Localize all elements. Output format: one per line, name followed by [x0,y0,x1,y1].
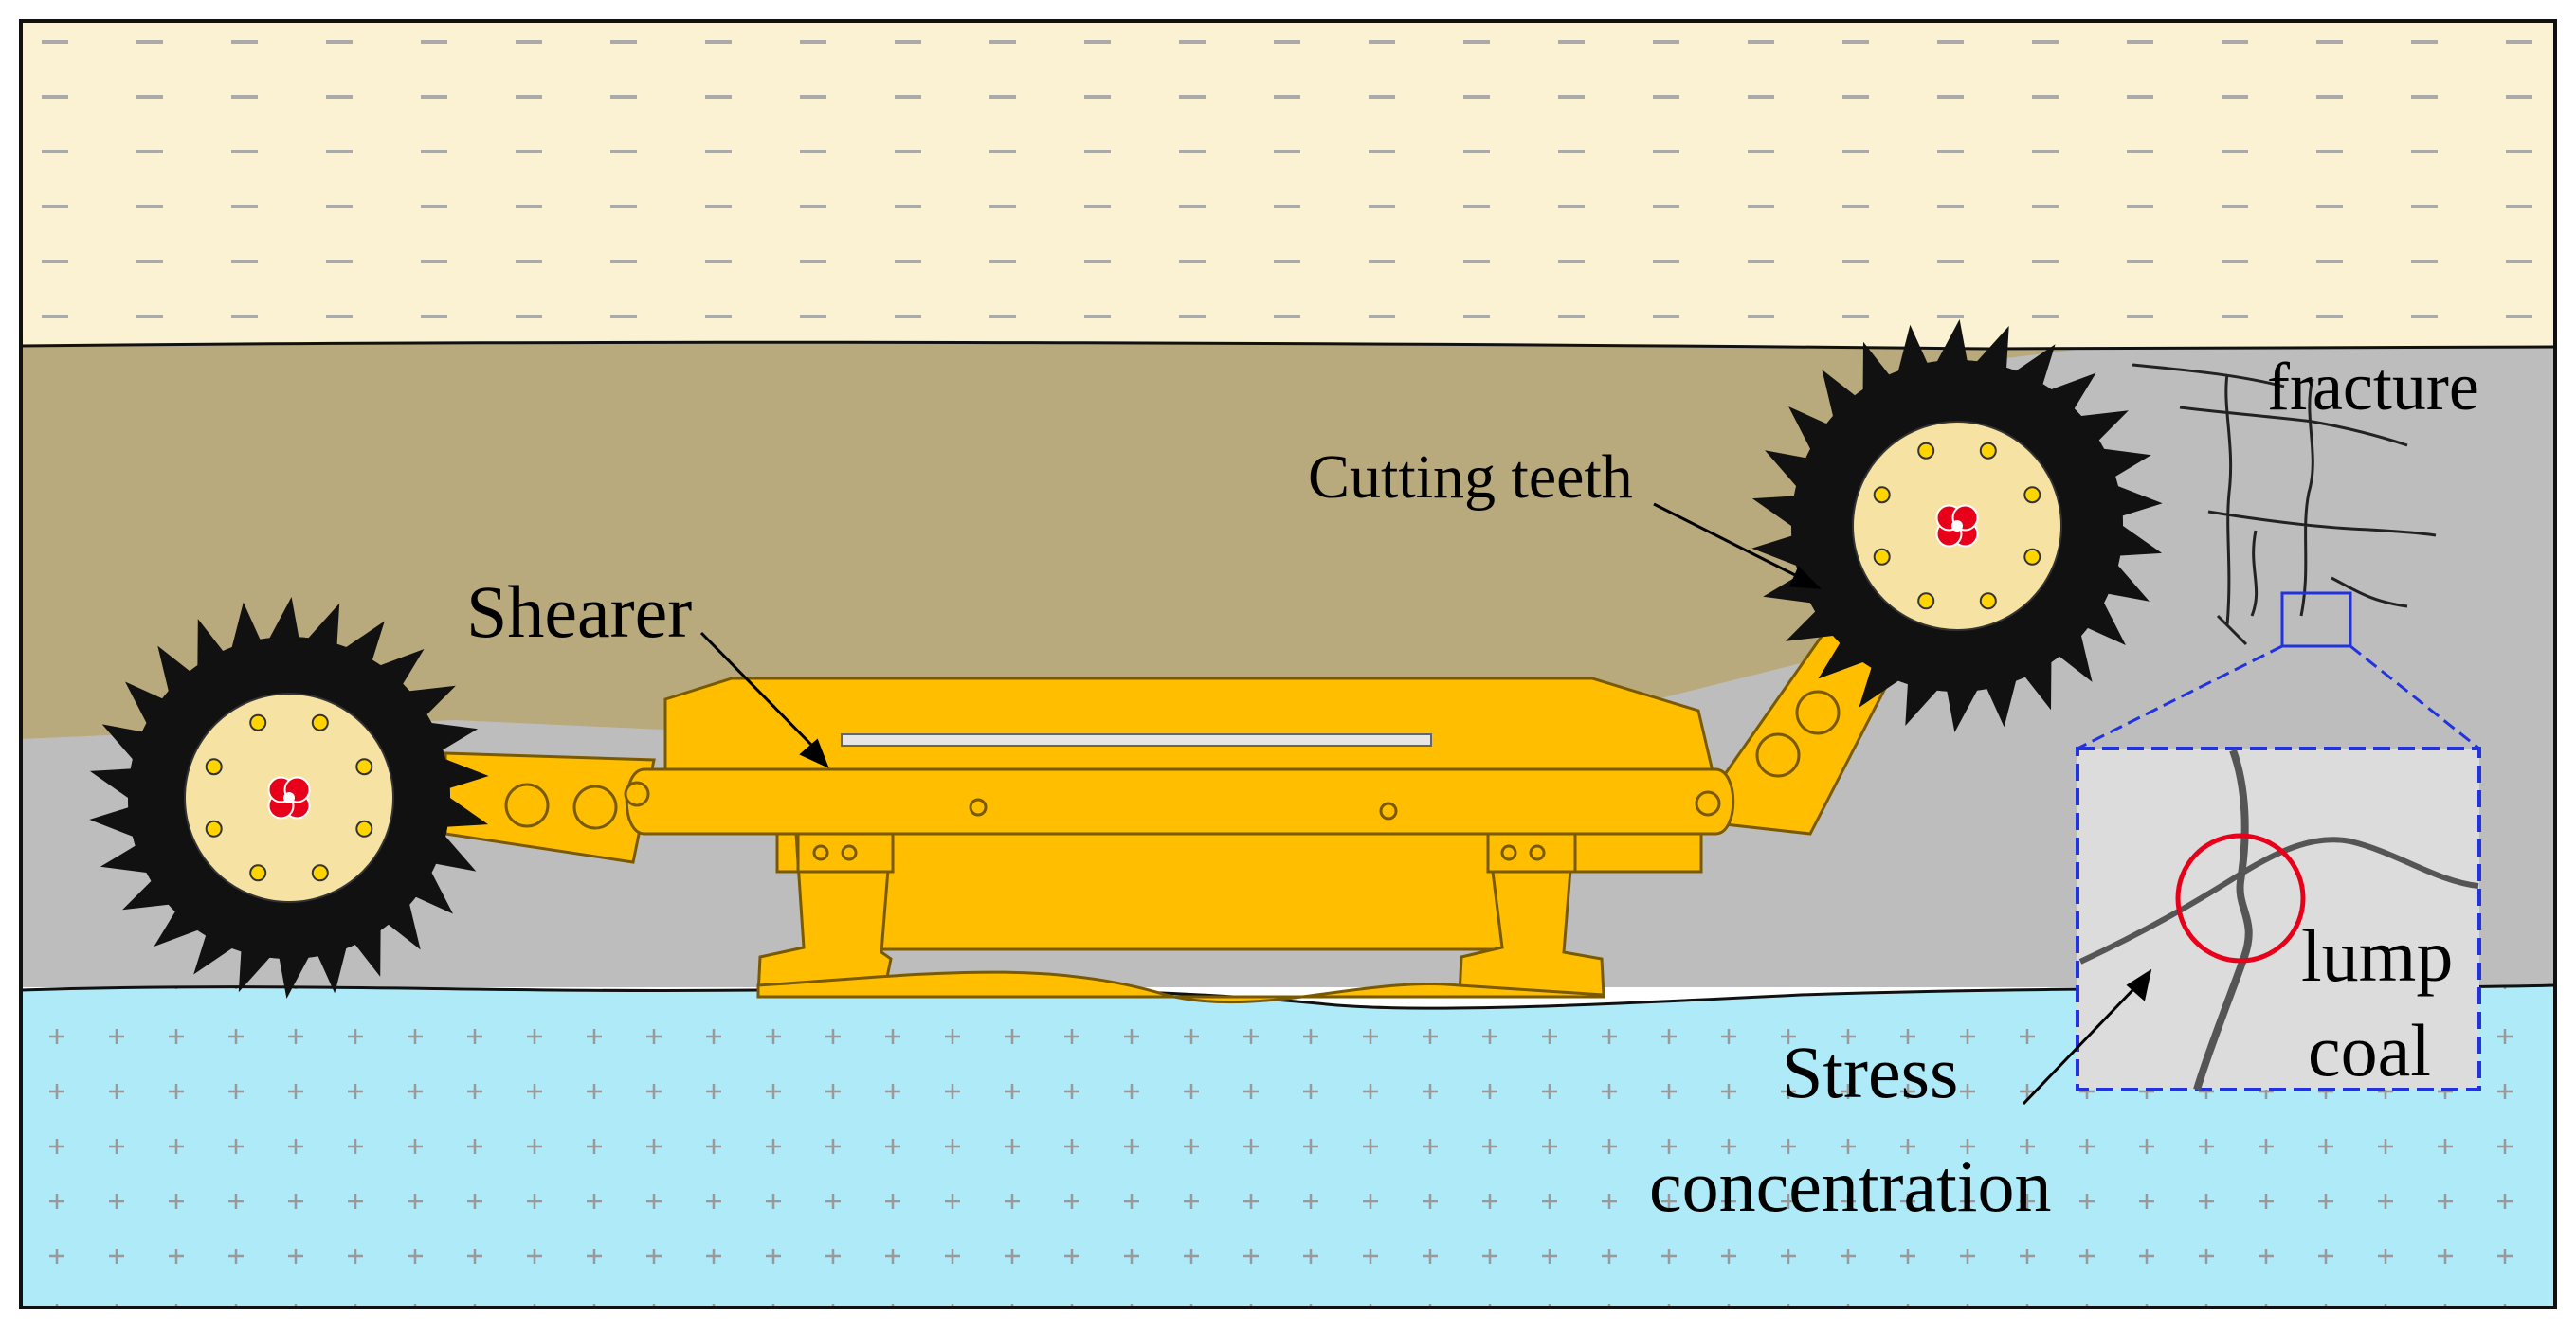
detail-connector [2077,644,2480,750]
detail-crack-branch [2078,837,2479,965]
shearer-main-beam [625,767,1735,836]
fracture-label: fracture [2267,349,2479,424]
floor-cross-pattern [21,985,2555,1308]
detail-inset [2076,747,2481,1091]
figure-frame [19,19,2557,1309]
shearer-panel [841,733,1432,747]
right-drum-bolt [1917,442,1935,460]
fracture-lines [2132,363,2437,646]
detail-crack-main [2193,749,2253,1091]
right-drum-bolt [2023,486,2041,504]
roof-dash-pattern [21,21,2555,348]
right-drum-bolt [2023,548,2041,566]
shearer-body [624,677,1735,1004]
annotation-arrows [699,502,2152,1106]
concentration-label: concentration [1649,1145,2051,1227]
shearer-label: Shearer [466,570,692,653]
coal-label: coal [2308,1009,2431,1091]
right-drum-bolt [1873,548,1891,566]
right-drum-bolt [1873,486,1891,504]
cutting-teeth-arrow [1653,502,1802,580]
stress-arrow [2022,983,2139,1106]
shearer-arrow [699,631,817,750]
left-ranging-arm [444,751,656,864]
shearer-skid [756,970,1605,1004]
left-drum-bolt [249,713,267,731]
left-drum-axle [283,792,295,803]
stress-label: Stress [1782,1031,1958,1113]
left-drum-bolt [249,864,267,882]
left-drum-bolt [355,758,373,776]
cutting-teeth-label: Cutting teeth [1308,442,1633,512]
detail-callout [2076,591,2481,1091]
right-drum-bolt [1979,592,1997,610]
right-drum-bolt [1979,442,1997,460]
roof-boundary [21,340,2555,351]
left-drum-bolt [205,758,223,776]
left-drum-bolt [355,820,373,838]
stress-concentration-circle [2175,833,2306,964]
left-cutting-drum [89,597,489,999]
left-drum-bolt [311,864,329,882]
lump-label: lump [2301,914,2453,997]
right-drum-axle [1951,520,1963,532]
detail-source-box [2280,591,2352,648]
right-drum-bolt [1917,592,1935,610]
right-cutting-drum [1751,319,2163,732]
left-drum-bolt [205,820,223,838]
left-drum-bolt [311,713,329,731]
